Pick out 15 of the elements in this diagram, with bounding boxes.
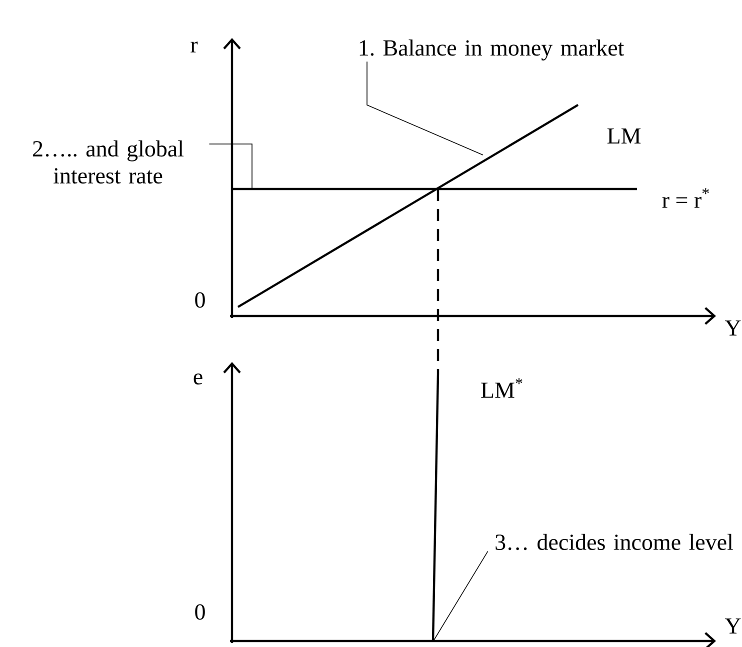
axis-label: e [194, 373, 202, 384]
origin-label: 0 [195, 292, 205, 308]
axis-label: r [190, 42, 198, 52]
curve-label: LM [607, 128, 641, 144]
callout-text: 2….. and global interest rate [33, 140, 184, 184]
axis-label: Y [724, 320, 741, 336]
curve-label: r = r$^{*}$ [662, 188, 709, 208]
curve-label: LM$^{*}$ [481, 378, 522, 398]
callout-text: 1. Balance in money market [360, 40, 624, 60]
leader-line [366, 61, 484, 156]
leader-line [434, 550, 488, 640]
callout-text: 3… decides income level [496, 534, 733, 550]
leader-line [208, 144, 252, 190]
axis-label: Y [724, 618, 741, 634]
origin-label: 0 [195, 604, 205, 620]
